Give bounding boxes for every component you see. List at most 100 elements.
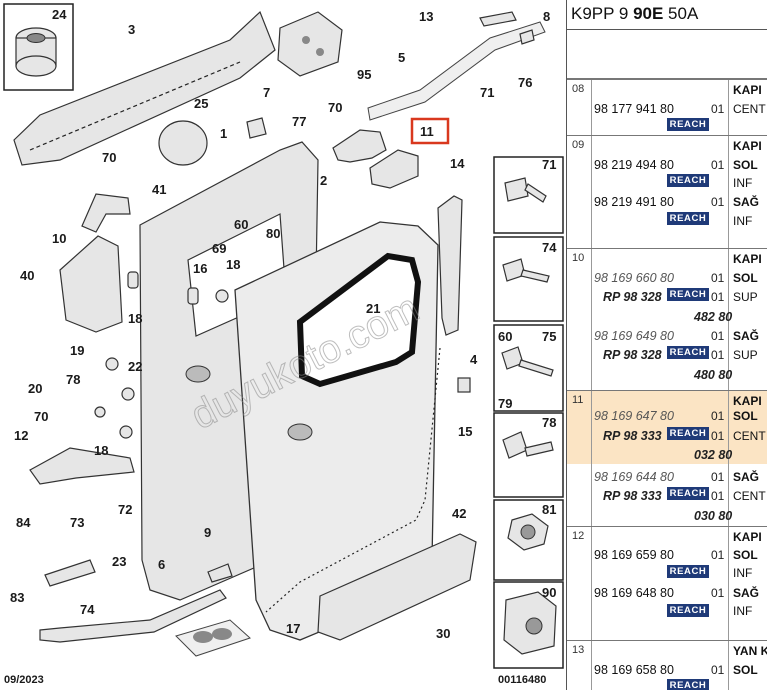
parts-diagram: duyukoto.com 24 3 13 8 95 5 76 71 25 7 7…	[3, 3, 564, 686]
quantity: 01	[711, 586, 725, 600]
desc-line3: CENT	[733, 429, 766, 443]
desc-line2: SOL	[733, 271, 758, 285]
reach-badge: REACH	[667, 174, 709, 187]
callout-17: 17	[286, 621, 300, 636]
group-index: 10	[572, 252, 585, 264]
part-number: 98 177 941 80	[594, 102, 674, 116]
callout-40: 40	[20, 268, 34, 283]
part-number: 98 169 648 80	[594, 586, 674, 600]
callout-72: 72	[118, 502, 132, 517]
callout-30: 30	[436, 626, 450, 641]
desc-line3: SUP	[733, 348, 758, 362]
desc-line1: KAPI	[733, 83, 762, 97]
callout-41: 41	[152, 182, 166, 197]
callout-21: 21	[366, 301, 380, 316]
callout-2: 2	[320, 173, 327, 188]
fastener-ref-71: 71	[542, 157, 556, 172]
quantity-2: 01	[711, 290, 725, 304]
desc-line3: INF	[733, 176, 753, 190]
replacement-number: RP 98 333	[603, 429, 662, 443]
part-11-hinge	[332, 129, 387, 163]
desc-line2: SAĞ	[733, 195, 760, 209]
part-25-cover	[158, 120, 208, 166]
part-number: 98 169 660 80	[594, 271, 674, 285]
callout-12: 12	[14, 428, 28, 443]
reach-badge: REACH	[667, 288, 709, 301]
desc-line2: CENT	[733, 102, 766, 116]
callout-23: 23	[112, 554, 126, 569]
callout-70-mid: 70	[34, 409, 48, 424]
quantity: 01	[711, 409, 725, 423]
group-08[interactable]: 08 98 177 941 80 01 REACH KAPI CENT	[567, 79, 767, 135]
fastener-ref-60: 60	[498, 329, 512, 344]
callout-74-left: 74	[80, 602, 95, 617]
desc-line3: CENT	[733, 489, 766, 503]
desc-line1: KAPI	[733, 394, 762, 408]
replacement-suffix: 032 80	[694, 448, 733, 462]
group-09[interactable]: 09 98 219 494 80 01 REACH KAPI SOL INF 9…	[567, 135, 767, 248]
part-40-panel	[59, 235, 123, 333]
callout-25: 25	[194, 96, 208, 111]
group-11[interactable]: 11 98 169 647 80 01 RP 98 333 REACH 01 0…	[567, 390, 767, 526]
group-index: 11	[572, 394, 584, 406]
quantity: 01	[711, 195, 725, 209]
reach-badge: REACH	[667, 679, 709, 690]
desc-line1: YAN K	[733, 644, 767, 658]
callout-22: 22	[128, 359, 142, 374]
part-number: 98 169 658 80	[594, 663, 674, 677]
callout-84: 84	[16, 515, 31, 530]
callout-20: 20	[28, 381, 42, 396]
callout-11[interactable]: 11	[420, 124, 434, 139]
desc-line2: SOL	[733, 548, 758, 562]
replacement-number: RP 98 328	[603, 290, 662, 304]
callout-8: 8	[543, 9, 550, 24]
callout-labels: 24 3 13 8 95 5 76 71 25 7 70 77 11 1 14 …	[4, 7, 557, 686]
header-bold: 90E	[633, 4, 664, 23]
desc-line3: INF	[733, 604, 753, 618]
quantity: 01	[711, 470, 725, 484]
group-12[interactable]: 12 98 169 659 80 01 REACH KAPI SOL INF 9…	[567, 526, 767, 640]
group-index: 13	[572, 644, 585, 656]
callout-7: 7	[263, 85, 270, 100]
desc-line3: SUP	[733, 290, 758, 304]
seal-part-42	[265, 347, 441, 613]
panel-spacer	[567, 30, 767, 79]
desc-line2: SAĞ	[733, 586, 760, 600]
quantity: 01	[711, 271, 725, 285]
callout-3: 3	[128, 22, 135, 37]
part-11-highlight-box[interactable]	[410, 117, 450, 145]
group-index: 12	[572, 530, 585, 542]
callout-78: 78	[66, 372, 80, 387]
replacement-suffix: 030 80	[694, 509, 733, 523]
group-index: 08	[572, 83, 585, 95]
header-prefix: K9PP 9	[571, 4, 634, 23]
reach-badge: REACH	[667, 487, 709, 500]
reach-badge: REACH	[667, 565, 709, 578]
group-index: 09	[572, 139, 585, 151]
desc-line2: SOL	[733, 663, 758, 677]
fastener-ref-90: 90	[542, 585, 556, 600]
trim-part-30	[317, 533, 477, 641]
callout-95: 95	[357, 67, 371, 82]
pillar-part-4	[437, 195, 463, 336]
reach-badge: REACH	[667, 118, 709, 131]
fastener-ref-74: 74	[542, 240, 557, 255]
replacement-suffix: 480 80	[694, 368, 733, 382]
part-number: 98 169 659 80	[594, 548, 674, 562]
quantity-2: 01	[711, 348, 725, 362]
group-10[interactable]: 10 98 169 660 80 01 RP 98 328 REACH 01 4…	[567, 248, 767, 390]
callout-60: 60	[234, 217, 248, 232]
callout-15: 15	[458, 424, 472, 439]
group-13[interactable]: 13 98 169 658 80 01 REACH YAN K SOL	[567, 640, 767, 690]
callout-5: 5	[398, 50, 405, 65]
callout-4: 4	[470, 352, 478, 367]
callout-14: 14	[450, 156, 465, 171]
reach-badge: REACH	[667, 427, 709, 440]
fastener-ref-79: 79	[498, 396, 512, 411]
desc-line1: KAPI	[733, 139, 762, 153]
rail-part-5	[367, 21, 546, 121]
desc-line3: INF	[733, 214, 753, 228]
callout-80: 80	[266, 226, 280, 241]
linkage-part-12	[29, 447, 135, 485]
fastener-ref-81: 81	[542, 502, 556, 517]
